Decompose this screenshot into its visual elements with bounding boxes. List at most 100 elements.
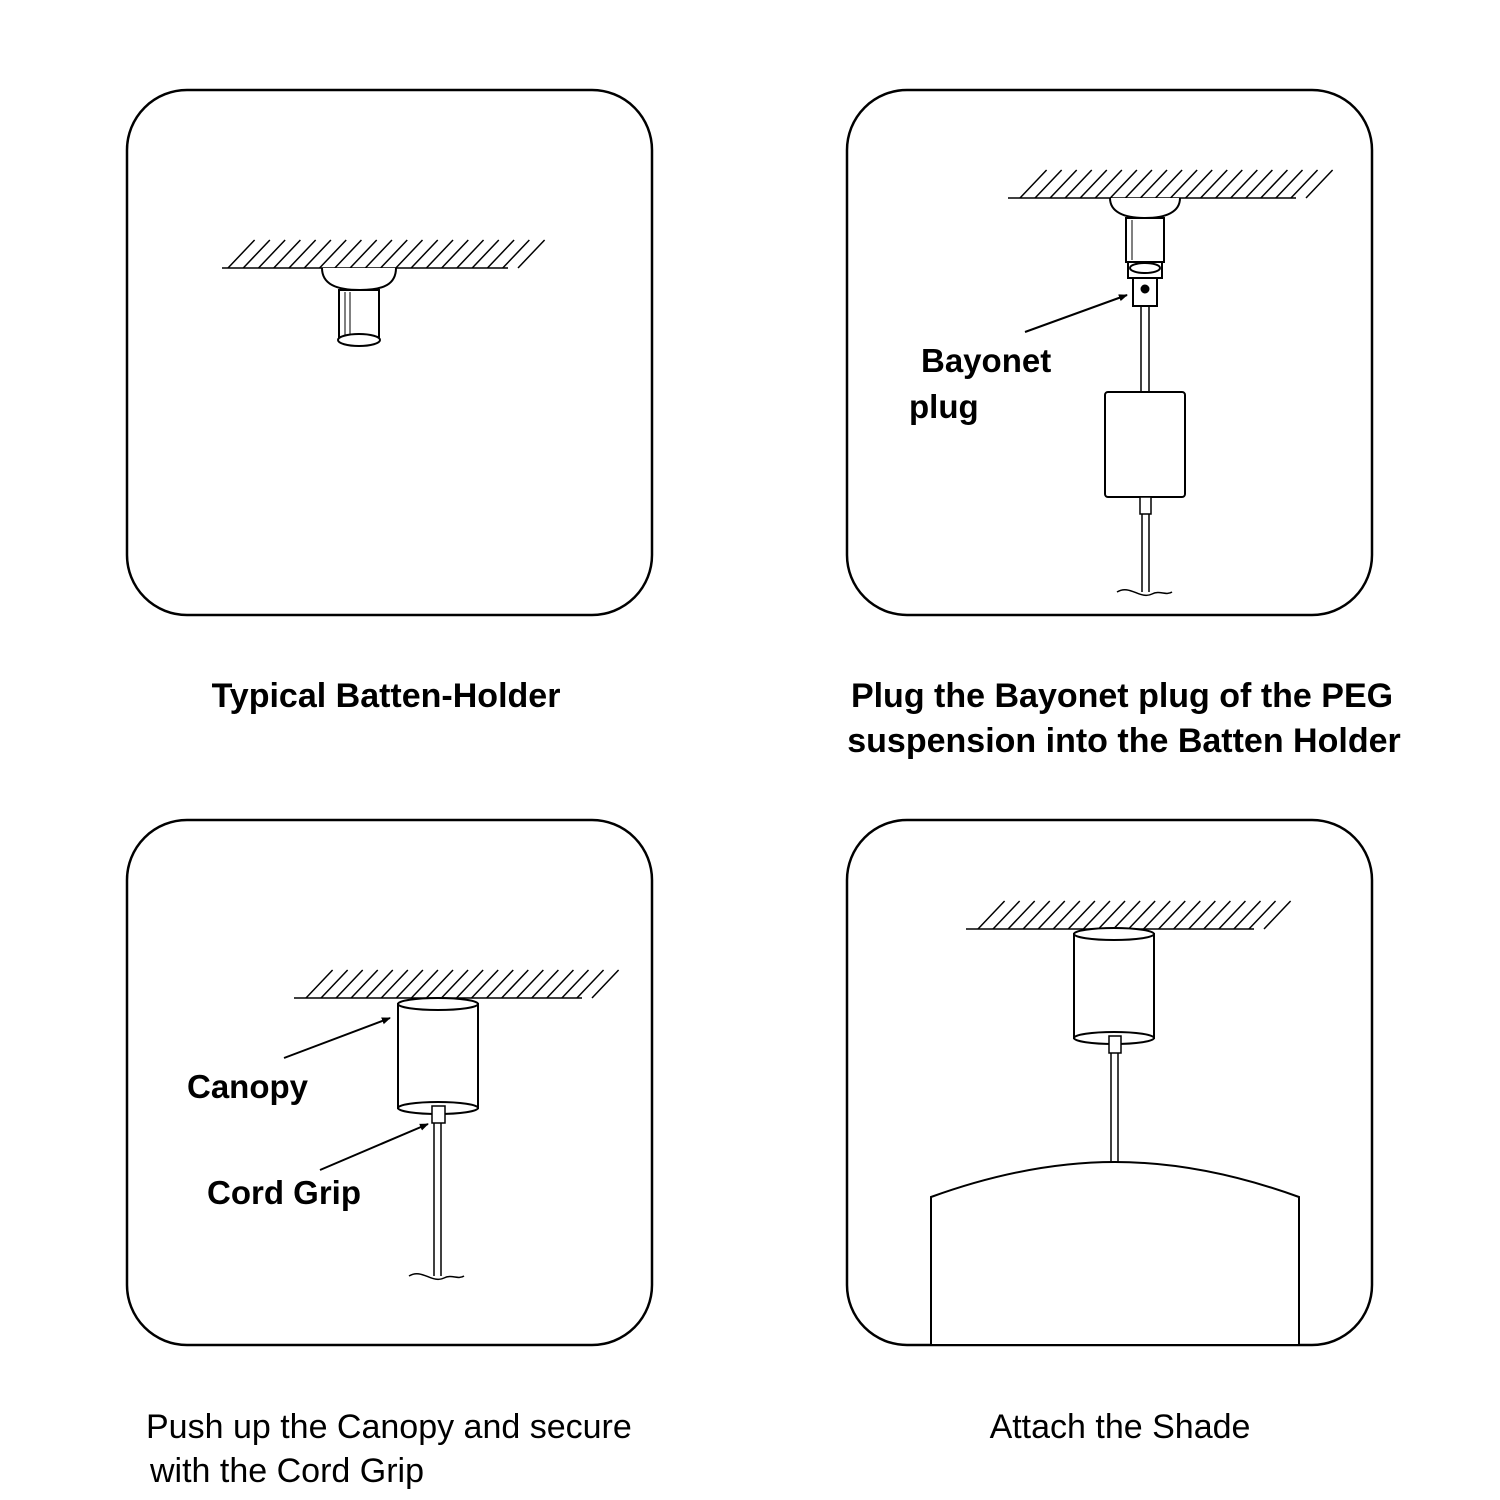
hatch-line bbox=[1049, 169, 1078, 199]
label-canopy: Canopy bbox=[187, 1068, 309, 1105]
hatch-line bbox=[1124, 169, 1153, 199]
arrow-cord-grip bbox=[319, 1123, 429, 1171]
hatch-line bbox=[1094, 169, 1123, 199]
panel-4 bbox=[845, 818, 1374, 1347]
label-plug: plug bbox=[909, 388, 979, 425]
hatch-line bbox=[1260, 169, 1288, 199]
hatch-line bbox=[1127, 900, 1156, 930]
ceiling-hatch-2 bbox=[1008, 169, 1334, 199]
panel-2-frame bbox=[845, 88, 1374, 617]
cord-grip-2 bbox=[1139, 496, 1152, 515]
hatch-line bbox=[576, 969, 605, 999]
batten-holder-1 bbox=[321, 267, 397, 347]
hatch-line bbox=[395, 969, 424, 999]
canopy-3 bbox=[397, 997, 479, 1115]
hatch-line bbox=[1233, 900, 1262, 930]
hatch-line bbox=[1290, 169, 1319, 199]
hatch-line bbox=[288, 239, 317, 269]
hatch-line bbox=[349, 239, 378, 269]
hatch-line bbox=[365, 969, 394, 999]
hatch-line bbox=[1079, 169, 1108, 199]
hatch-line bbox=[395, 239, 424, 269]
hatch-line bbox=[257, 239, 286, 269]
hatch-line bbox=[1218, 900, 1246, 930]
caption-panel-2-line-1: Plug the Bayonet plug of the PEG bbox=[851, 677, 1393, 715]
panel-3-frame bbox=[125, 818, 654, 1347]
hatch-line bbox=[471, 969, 499, 999]
hatch-line bbox=[977, 900, 1006, 930]
hatch-line bbox=[425, 239, 454, 269]
hatch-line bbox=[364, 239, 393, 269]
bayonet-plug bbox=[1127, 261, 1163, 307]
hatch-line bbox=[1064, 169, 1093, 199]
hatch-line bbox=[1263, 900, 1292, 930]
hatch-line bbox=[1139, 169, 1168, 199]
caption-panel-2-line-2: suspension into the Batten Holder bbox=[847, 722, 1400, 760]
hatch-line bbox=[334, 239, 362, 269]
label-bayonet: Bayonet bbox=[921, 342, 1051, 379]
panel-2: Bayonet plug bbox=[845, 88, 1374, 617]
caption-panel-4: Attach the Shade bbox=[990, 1408, 1251, 1446]
hatch-line bbox=[1019, 169, 1048, 199]
arrow-bayonet bbox=[1024, 294, 1128, 333]
hatch-line bbox=[319, 239, 347, 269]
cord-end-3 bbox=[408, 1123, 465, 1281]
hatch-line bbox=[1034, 169, 1063, 199]
hatch-line bbox=[1245, 169, 1273, 199]
hatch-line bbox=[242, 239, 271, 269]
hatch-line bbox=[561, 969, 590, 999]
panel-1-frame bbox=[125, 88, 654, 617]
hatch-line bbox=[591, 969, 620, 999]
hatch-line bbox=[410, 239, 439, 269]
hatch-line bbox=[303, 239, 332, 269]
hatch-line bbox=[410, 969, 439, 999]
hatch-line bbox=[1112, 900, 1141, 930]
hatch-line bbox=[502, 239, 530, 269]
label-cord-grip: Cord Grip bbox=[207, 1174, 361, 1211]
hatch-line bbox=[1037, 900, 1066, 930]
hatch-line bbox=[1052, 900, 1081, 930]
hatch-line bbox=[1215, 169, 1243, 199]
panel-1 bbox=[125, 88, 654, 617]
hatch-line bbox=[425, 969, 454, 999]
hatch-line bbox=[380, 969, 409, 999]
hatch-line bbox=[471, 239, 500, 269]
hatch-line bbox=[1173, 900, 1201, 930]
hatch-line bbox=[486, 239, 515, 269]
hatch-line bbox=[335, 969, 364, 999]
hatch-line bbox=[1067, 900, 1096, 930]
hatch-line bbox=[440, 969, 469, 999]
hatch-line bbox=[227, 239, 256, 269]
hatch-line bbox=[1169, 169, 1198, 199]
hatch-line bbox=[531, 969, 559, 999]
ceiling-hatch-1 bbox=[222, 239, 546, 269]
suspension-cord-2 bbox=[1140, 306, 1150, 392]
hatch-line bbox=[1203, 900, 1231, 930]
hatch-line bbox=[1082, 900, 1111, 930]
cord-grip-3 bbox=[431, 1105, 446, 1124]
hatch-line bbox=[1185, 169, 1213, 199]
lamp-shade bbox=[930, 1160, 1300, 1344]
hatch-line bbox=[1154, 169, 1183, 199]
ceiling-hatch-4 bbox=[966, 900, 1292, 930]
hatch-line bbox=[1109, 169, 1138, 199]
hatch-line bbox=[1158, 900, 1186, 930]
hatch-line bbox=[1248, 900, 1277, 930]
batten-holder-2 bbox=[1109, 197, 1181, 263]
hatch-line bbox=[501, 969, 529, 999]
hatch-line bbox=[320, 969, 349, 999]
caption-panel-3-line-2: with the Cord Grip bbox=[149, 1452, 424, 1490]
hatch-line bbox=[456, 239, 485, 269]
canopy-2 bbox=[1104, 391, 1186, 498]
hatch-line bbox=[992, 900, 1021, 930]
cord-4 bbox=[1110, 1053, 1119, 1162]
caption-panel-3-line-1: Push up the Canopy and secure bbox=[146, 1408, 632, 1446]
hatch-line bbox=[1007, 900, 1036, 930]
hatch-line bbox=[350, 969, 379, 999]
hatch-line bbox=[1143, 900, 1171, 930]
hatch-line bbox=[486, 969, 514, 999]
cord-grip-4 bbox=[1108, 1035, 1122, 1054]
hatch-line bbox=[546, 969, 574, 999]
hatch-line bbox=[1188, 900, 1216, 930]
